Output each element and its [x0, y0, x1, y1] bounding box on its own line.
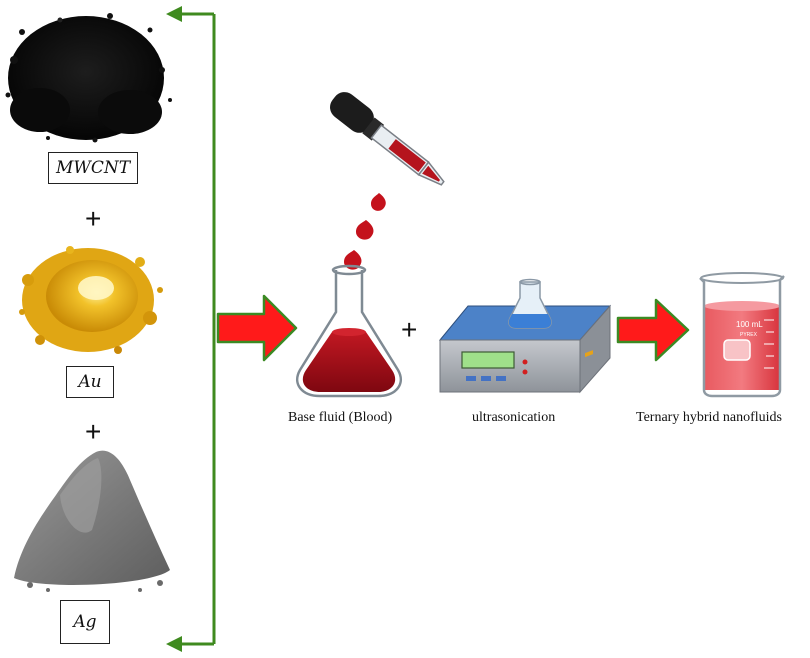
- base-fluid-caption: Base fluid (Blood): [288, 410, 393, 425]
- plus-sign-3: +: [401, 314, 418, 345]
- plus-sign-1: +: [85, 203, 102, 234]
- product-beaker: 100 mL PYREX: [699, 272, 785, 398]
- plus-sign-2: +: [85, 416, 102, 447]
- au-label: Au: [66, 366, 114, 398]
- au-powder: [19, 246, 163, 354]
- beaker-volume-text: 100 mL: [736, 320, 763, 329]
- blood-drops: [344, 193, 386, 270]
- bracket-arrowhead-top: [166, 6, 182, 22]
- red-arrow-1: [216, 294, 298, 362]
- product-caption: Ternary hybrid nanofluids: [636, 410, 782, 425]
- red-arrow-2: [616, 298, 690, 362]
- ag-powder: [14, 450, 170, 592]
- blood-flask: [295, 264, 403, 398]
- dropper: [330, 92, 445, 186]
- green-bracket: [178, 12, 216, 646]
- beaker-brand-text: PYREX: [740, 332, 758, 338]
- ultrasonication-device: [438, 278, 612, 394]
- ag-label: Ag: [60, 600, 110, 644]
- bracket-arrowhead-bottom: [166, 636, 182, 652]
- mwcnt-powder: [5, 13, 172, 143]
- ultrasonication-caption: ultrasonication: [472, 410, 556, 425]
- mwcnt-label: MWCNT: [48, 152, 138, 184]
